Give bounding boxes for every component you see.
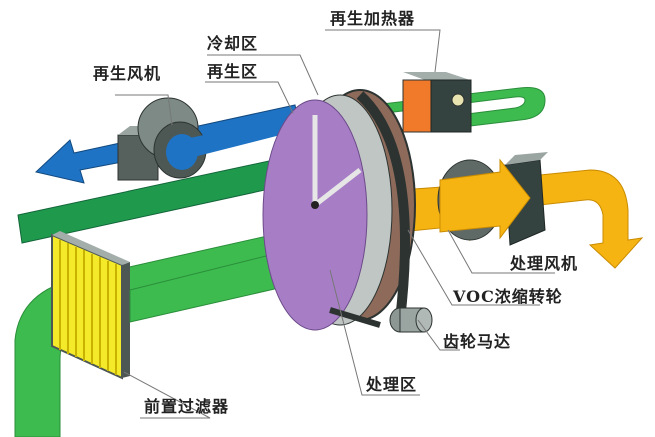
label-process-fan: 处理风机: [510, 254, 579, 273]
label-gear-motor: 齿轮马达: [443, 332, 512, 351]
label-pre-filter: 前置过滤器: [144, 397, 230, 416]
regen-heater-icon: [402, 72, 472, 133]
label-regen-heater: 再生加热器: [330, 9, 416, 28]
label-voc-rotor: VOC浓缩转轮: [453, 287, 563, 306]
label-regen-zone: 再生区: [207, 62, 259, 81]
voc-rotor-icon: [262, 89, 416, 331]
leader-lines: [115, 29, 555, 419]
label-cooling-zone: 冷却区: [207, 34, 259, 53]
label-process-zone: 处理区: [366, 375, 418, 394]
pre-filter-icon: [51, 231, 130, 380]
label-regen-fan: 再生风机: [93, 64, 162, 83]
gear-motor-icon: [329, 307, 433, 333]
